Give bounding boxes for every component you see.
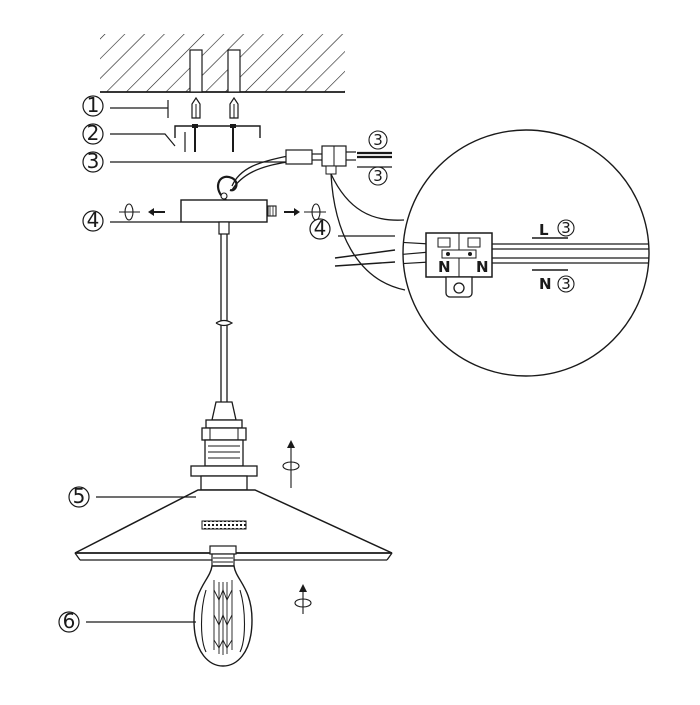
suspension-cord <box>215 221 234 402</box>
arrow-left-icon <box>148 208 165 216</box>
step-1-circle <box>82 95 104 117</box>
step-2-label: 2 <box>87 121 100 145</box>
svg-text:3: 3 <box>373 167 383 185</box>
wall-plug-icon <box>191 96 239 119</box>
step-6-label: 6 <box>63 609 76 633</box>
screw-icon <box>192 124 236 152</box>
step-4-detail-label: 4 <box>314 216 327 240</box>
step-3-label: 3 <box>87 149 100 173</box>
step-1-label: 1 <box>87 93 100 117</box>
terminal-block: N N <box>425 232 493 298</box>
svg-text:N: N <box>476 258 489 276</box>
step-2-circle <box>82 123 104 145</box>
light-bulb-icon <box>193 545 253 667</box>
hook-icon <box>216 175 238 201</box>
zoom-callout-line <box>330 173 405 221</box>
step-3-circle <box>82 151 104 173</box>
canopy <box>180 192 268 223</box>
rotate-icon <box>282 440 300 488</box>
mounting-bracket <box>174 125 261 152</box>
live-wire-label: L <box>539 221 549 239</box>
neutral-wire-label: N <box>539 275 552 293</box>
svg-text:3: 3 <box>561 275 571 293</box>
lamp-holder <box>190 401 258 491</box>
screw-icon <box>267 205 277 217</box>
supply-cable <box>231 149 324 191</box>
step-4-label: 4 <box>87 208 100 232</box>
step-6-circle <box>58 611 80 633</box>
wire-ref-top: 3 3 <box>357 130 392 186</box>
step-5-circle <box>68 486 90 508</box>
svg-text:3: 3 <box>561 219 571 237</box>
rotate-icon <box>119 203 140 221</box>
step-5-label: 5 <box>73 484 86 508</box>
terminal-block <box>321 145 356 175</box>
zoom-detail: N N L 3 N 3 <box>334 129 650 377</box>
svg-text:3: 3 <box>373 131 383 149</box>
ceiling <box>100 34 345 93</box>
rotate-icon <box>294 584 312 614</box>
step-4-circle <box>82 210 104 232</box>
step-4-detail-circle <box>309 218 331 240</box>
arrow-right-icon <box>284 208 300 216</box>
svg-text:N: N <box>438 258 451 276</box>
